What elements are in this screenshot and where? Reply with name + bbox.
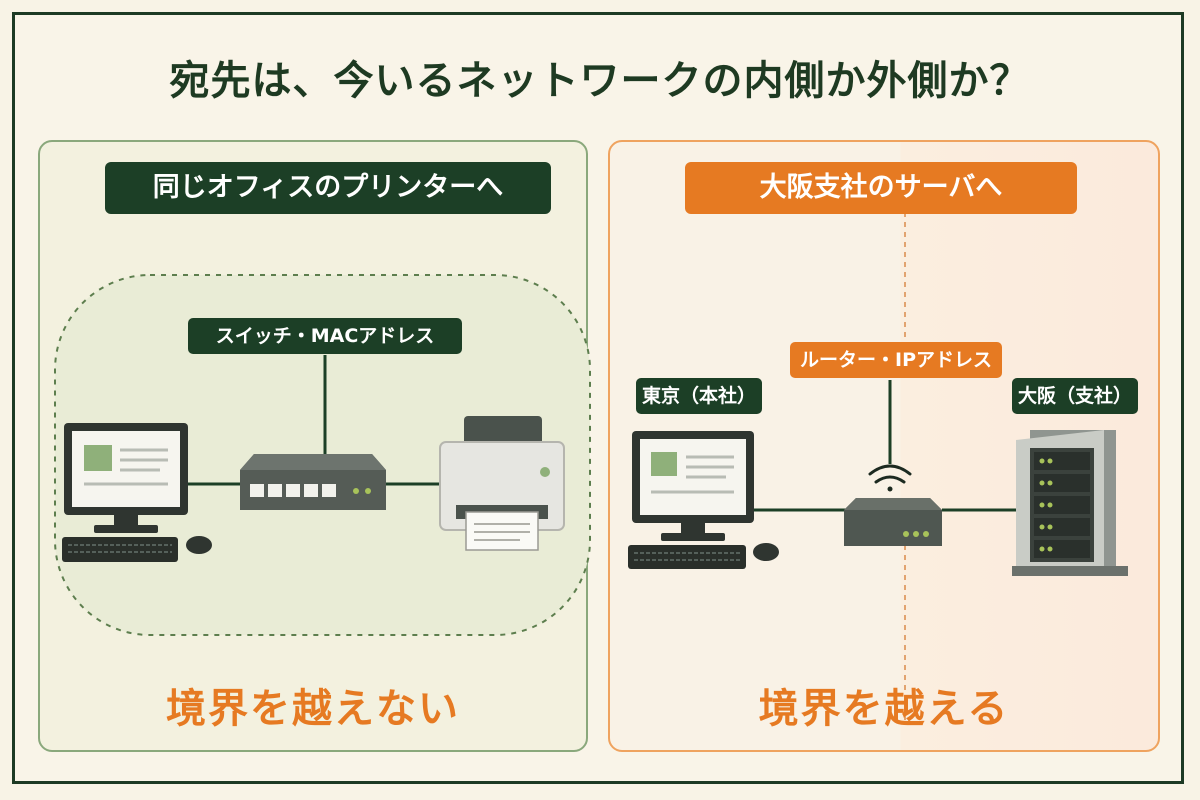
dest-label-osaka: 大阪（支社）: [1012, 378, 1138, 414]
switch-icon: [240, 454, 386, 510]
computer-icon: [62, 423, 212, 562]
router-icon: [844, 498, 942, 546]
left-result: 境界を越えない: [166, 686, 460, 732]
wifi-icon: [868, 464, 912, 492]
right-result: 境界を越える: [758, 686, 1010, 732]
switch-mac-tag: スイッチ・MACアドレス: [188, 318, 462, 354]
left-heading: 同じオフィスのプリンターへ: [105, 162, 551, 214]
printer-icon: [439, 416, 565, 551]
right-heading: 大阪支社のサーバへ: [685, 162, 1077, 214]
computer-icon: [628, 431, 779, 569]
server-icon: [1012, 430, 1128, 576]
page-title: 宛先は、今いるネットワークの内側か外側か？: [169, 58, 1031, 104]
source-label-tokyo: 東京（本社）: [636, 378, 762, 414]
router-ip-tag: ルーター・IPアドレス: [790, 342, 1002, 378]
